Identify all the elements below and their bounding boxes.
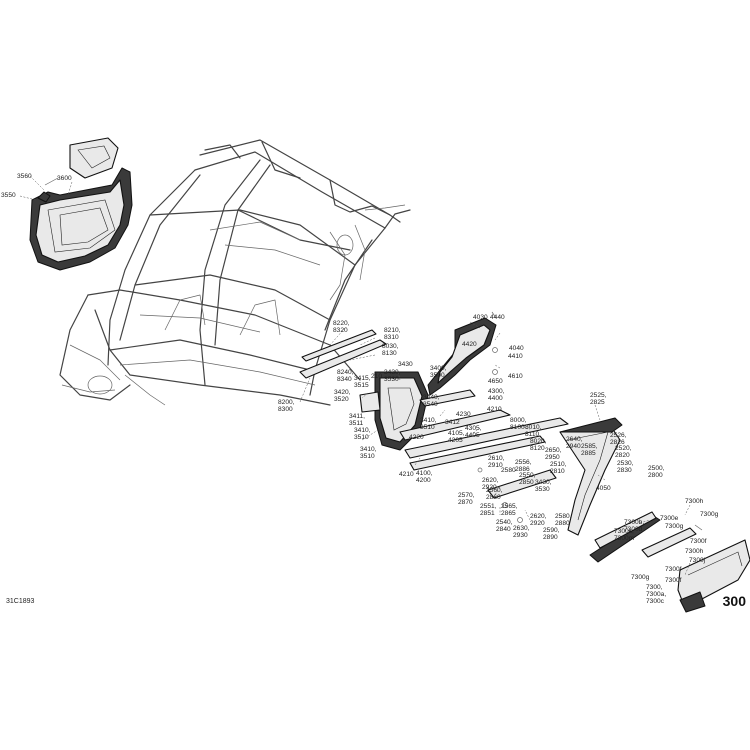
callout-8000: 8000,8100 <box>510 417 527 431</box>
callout-4610: 4610 <box>508 373 523 380</box>
callout-8010: 8010,8110 <box>525 424 542 438</box>
callout-2580-lower: 2580,2880 <box>555 513 572 527</box>
callout-3415: 3415,3515 <box>354 375 371 389</box>
callout-8030: 8030,8130 <box>382 343 399 357</box>
callout-7300f-low: 7300f <box>665 577 682 584</box>
callout-3400: 3400,3500 <box>430 365 447 379</box>
callout-2530: 2530,2830 <box>617 460 634 474</box>
callout-4300: 4300,4400 <box>488 388 505 402</box>
callout-8220: 8220,8320 <box>333 320 350 334</box>
callout-210: 210 <box>371 373 382 380</box>
callout-2570: 2570,2870 <box>458 492 475 506</box>
callout-4210-upper: 4210 <box>487 406 502 413</box>
callout-7300h-top: 7300h <box>685 498 704 505</box>
side-panel <box>477 417 623 536</box>
roll-cage-frame <box>59 139 411 406</box>
callout-7300h-mid: 7300h <box>685 548 704 555</box>
callout-8200: 8200,8300 <box>278 399 295 413</box>
callout-4650: 4650 <box>488 378 503 385</box>
callout-3550: 3550 <box>1 192 16 199</box>
callout-3410-b: 3410,3510 <box>420 417 437 431</box>
callout-8240: 8240,8340 <box>337 369 354 383</box>
callout-3430-lower: 3430,3530 <box>535 479 552 493</box>
callout-7300g-low: 7300g <box>631 574 650 581</box>
page-number: 300 <box>722 593 746 609</box>
callout-4230: 4230 <box>456 411 471 418</box>
callout-7300k: 7300k,7300m <box>614 528 635 542</box>
rocker-rail-parts <box>299 311 569 471</box>
callout-2550: 2550,2850 <box>519 472 536 486</box>
callout-4040: 4040 <box>509 345 524 352</box>
callout-2551: 2551,2851 <box>480 503 497 517</box>
callout-2500: 2500,2800 <box>648 465 665 479</box>
callout-3600: 3600 <box>57 175 72 182</box>
leader-lines <box>19 175 691 576</box>
callout-7300: 7300,7300a,7300c <box>646 584 666 605</box>
callout-2525: 2525,2825 <box>590 392 607 406</box>
callout-2620: 2620,2920 <box>482 477 499 491</box>
callout-2620-lower: 2620,2920 <box>530 513 547 527</box>
callout-2580: 2580 <box>501 467 516 474</box>
callout-7300f-top: 7300f <box>690 538 707 545</box>
callout-3410-a: 3410,3510 <box>354 427 371 441</box>
callout-4100: 4100,4200 <box>416 470 433 484</box>
callout-2590: 2590,2890 <box>543 527 560 541</box>
callout-7300j: 7300j <box>689 557 706 564</box>
callout-2650: 2650,2950 <box>545 447 562 461</box>
callout-3411: 3411,3511 <box>349 413 365 427</box>
callout-2640: 2640,2940 <box>566 436 583 450</box>
callout-4210-lower: 4210 <box>399 471 414 478</box>
callout-2526: 2526,2826 <box>610 432 627 446</box>
callout-8210: 8210,8310 <box>384 327 401 341</box>
callout-4050: 4050 <box>596 485 611 492</box>
callout-3412: 3412 <box>445 419 460 426</box>
callout-labels: 3560 3600 3550 8220,8320 8210,8310 8030,… <box>1 173 719 605</box>
callout-2585: 2585,2885 <box>581 443 598 457</box>
callout-3430: 3430,3530 <box>384 369 401 383</box>
callout-7300g-mid: 7300g <box>665 523 684 530</box>
callout-2556: 2556,2886 <box>515 459 532 473</box>
callout-8020: 8020,8120 <box>530 438 547 452</box>
lower-door-panels <box>589 511 750 613</box>
callout-2510: 2510,2810 <box>550 461 567 475</box>
callout-2565: 2565,2865 <box>501 503 518 517</box>
callout-7300f-mid: 7300f <box>665 566 682 573</box>
callout-2560: 2560,2860 <box>486 487 503 501</box>
callout-4440: 4440 <box>490 314 505 321</box>
callout-4220: 4220 <box>409 434 424 441</box>
callout-3560: 3560 <box>17 173 32 180</box>
callout-4410: 4410 <box>508 353 523 360</box>
callout-3420: 3420,3520 <box>334 389 351 403</box>
callout-3430-top: 3430 <box>398 361 413 368</box>
callout-2540: 2540,2840 <box>496 519 513 533</box>
callout-2520: 2520,2820 <box>615 445 632 459</box>
callout-4420: 4420 <box>462 341 477 348</box>
callout-7300g-top: 7300g <box>700 511 719 518</box>
callout-7300e: 7300e <box>660 515 679 522</box>
callout-4030: 4030 <box>473 314 488 321</box>
callout-3440: 3440,3540 <box>423 394 440 408</box>
callout-3410-c: 3410,3510 <box>360 446 377 460</box>
callout-2610: 2610,2910 <box>488 455 505 469</box>
callout-4305: 4305,4405 <box>465 425 482 439</box>
callout-7300b: 7300b,7300d <box>624 519 644 533</box>
drawing-code: 31C1893 <box>6 598 35 605</box>
callout-4105: 4105,4205 <box>448 430 465 444</box>
door-assembly <box>29 137 133 271</box>
callout-2630: 2630,2930 <box>513 525 530 539</box>
